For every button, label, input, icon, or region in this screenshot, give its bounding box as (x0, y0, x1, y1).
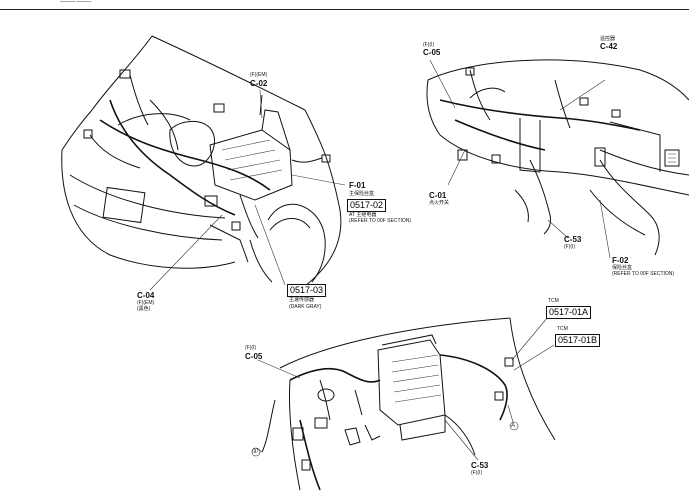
0517-02-sub2: (REFER TO 00F SECTION) (349, 218, 412, 224)
connector-0517-01a: 0517-01A (546, 306, 592, 319)
f01-label: F-01 (349, 181, 366, 190)
dashboard-view (426, 59, 689, 259)
c42-label: C-42 (600, 42, 618, 51)
console-c05-label: C-05 (245, 352, 263, 361)
marker-1: ① (252, 448, 259, 455)
console-view (251, 316, 556, 491)
connector-0517-01b: 0517-01B (555, 334, 601, 347)
c01-label: C-01 (429, 191, 447, 200)
c04-sub2: (黑色) (137, 306, 151, 312)
0517-03-sub2: (DARK GRAY) (289, 304, 322, 310)
c02-sub: (F)(EM) (250, 72, 268, 78)
c42-sub: 遥控器 (600, 36, 616, 42)
connector-0517-03: 0517-03 (287, 284, 327, 297)
engine-bay-view (61, 35, 346, 291)
0517-02-sub1: AT 主继电器 (349, 212, 377, 218)
c04-label: C-04 (137, 291, 155, 300)
header-note: ——— ——— (60, 0, 92, 5)
f02-sub2: (REFER TO 00F SECTION) (612, 271, 675, 277)
console-c53-sub: (F)(I) (471, 470, 483, 476)
dash-c05-sub: (F)(I) (423, 42, 435, 48)
dash-c53-label: C-53 (564, 235, 582, 244)
dash-c05-label: C-05 (423, 48, 441, 57)
0517-03-sub1: 主速传感器 (289, 297, 315, 303)
c04-sub1: (F)(EM) (137, 300, 155, 306)
tcm1-label: TCM (548, 298, 559, 304)
c02-label: C-02 (250, 79, 268, 88)
marker-a: A (511, 423, 516, 429)
connector-0517-02: 0517-02 (347, 199, 387, 212)
f02-label: F-02 (612, 256, 629, 265)
header-rule (0, 9, 689, 10)
dash-c53-sub: (F)(I) (564, 244, 576, 250)
f01-sub: 主保险丝盒 (349, 191, 375, 197)
tcm2-label: TCM (557, 326, 568, 332)
c01-sub: 点火开关 (429, 200, 450, 206)
console-c53-label: C-53 (471, 461, 489, 470)
console-c05-sub: (F)(I) (245, 345, 257, 351)
f02-sub1: 保险丝盒 (612, 265, 633, 271)
